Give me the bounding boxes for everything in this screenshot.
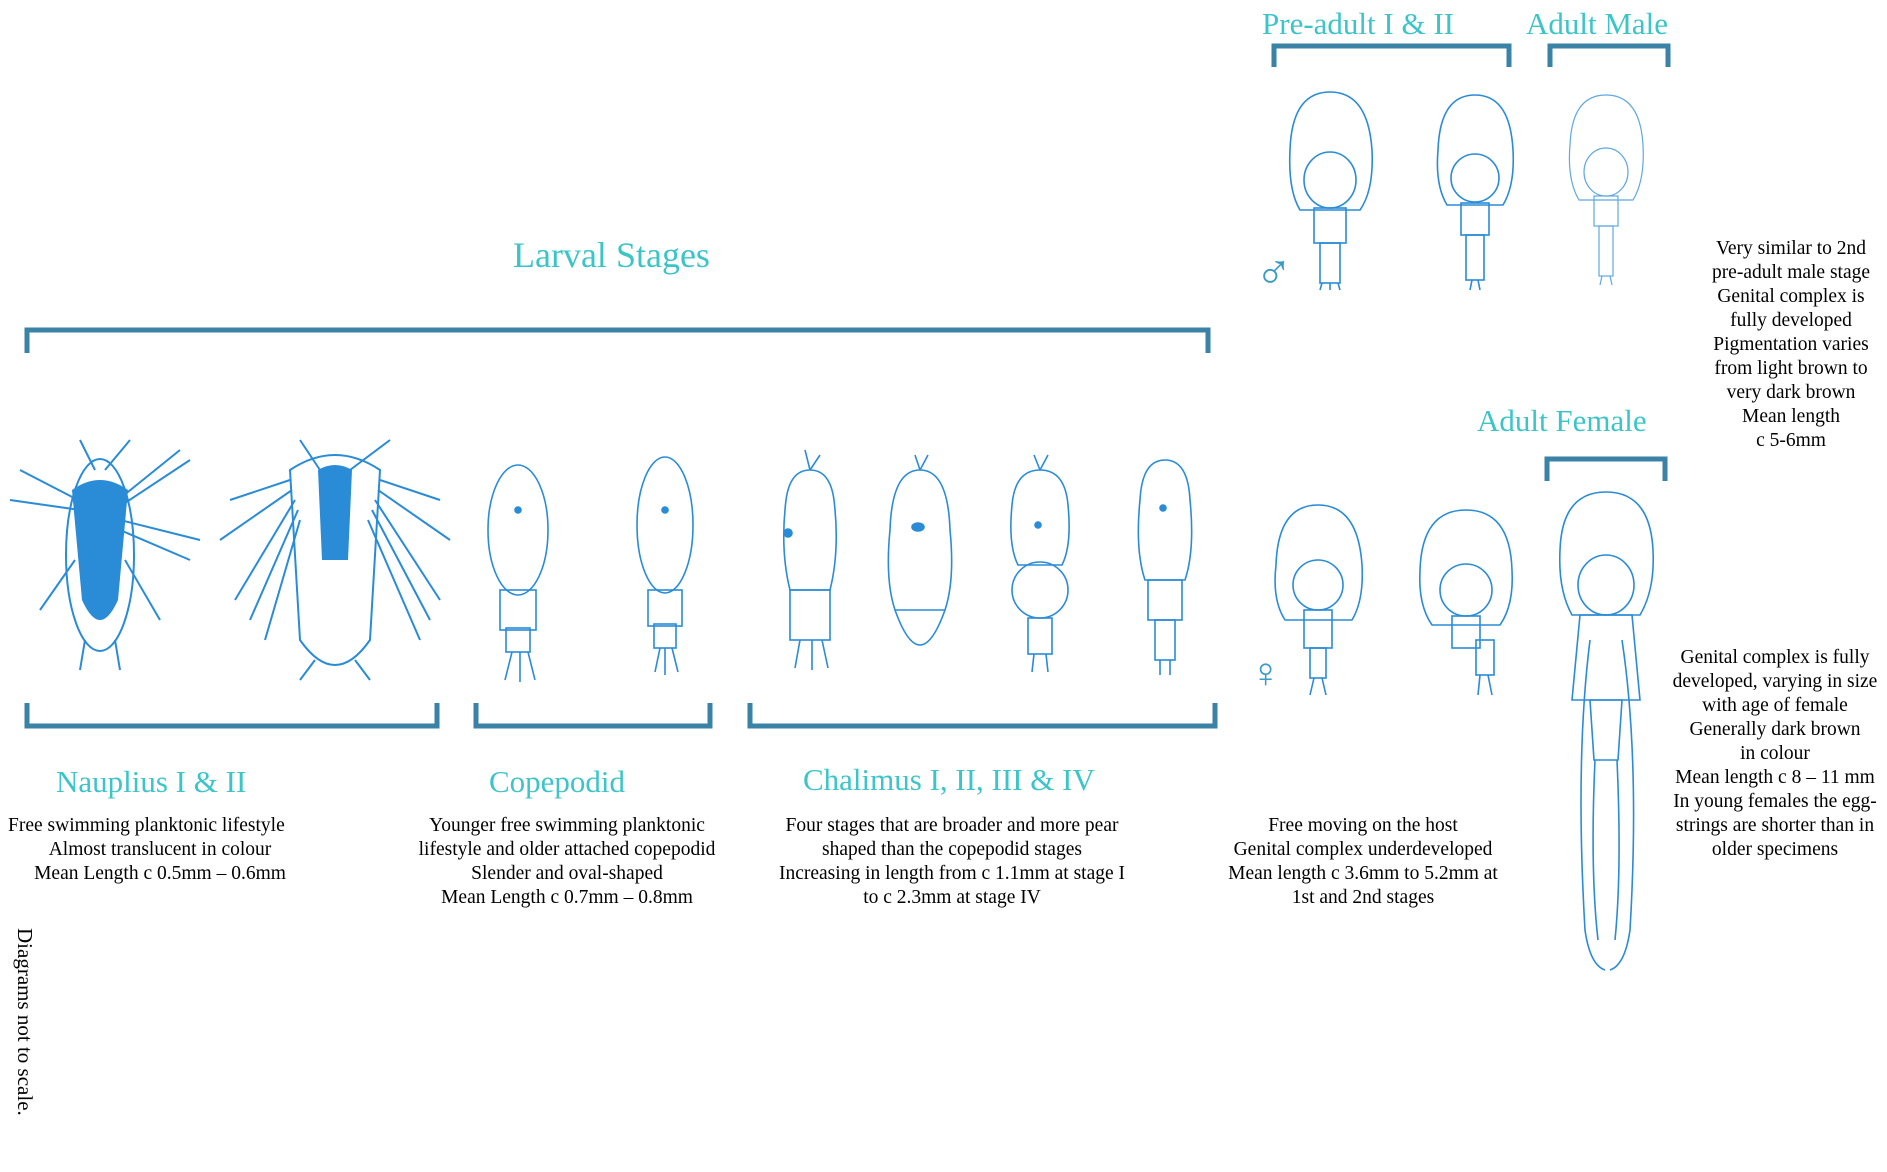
pre-adult-line-1: Free moving on the host <box>1208 814 1518 838</box>
copepodid-description: Younger free swimming planktonic lifesty… <box>397 814 737 910</box>
pre-adult-male-1-drawing <box>1290 92 1373 290</box>
pre-adult-female-1-drawing <box>1275 505 1362 695</box>
nauplius-line-2: Almost translucent in colour <box>0 838 320 862</box>
chalimus-2-drawing <box>888 455 951 645</box>
copepodid-bracket <box>476 703 710 726</box>
chalimus-description: Four stages that are broader and more pe… <box>752 814 1152 910</box>
adult-female-line-8: strings are shorter than in <box>1663 814 1887 838</box>
adult-male-description: Very similar to 2nd pre-adult male stage… <box>1696 237 1886 453</box>
chalimus-heading: Chalimus I, II, III & IV <box>803 762 1095 798</box>
larval-stages-heading: Larval Stages <box>513 234 710 276</box>
adult-female-line-3: with age of female <box>1663 694 1887 718</box>
copepodid-2-drawing <box>637 457 693 675</box>
copepodid-1-drawing <box>488 465 548 682</box>
adult-female-line-2: developed, varying in size <box>1663 670 1887 694</box>
copepodid-heading: Copepodid <box>489 764 625 800</box>
chalimus-1-drawing <box>784 450 837 670</box>
adult-male-line-7: very dark brown <box>1696 381 1886 405</box>
copepodid-line-2: lifestyle and older attached copepodid <box>397 838 737 862</box>
nauplius-bracket <box>27 703 437 726</box>
copepodid-line-3: Slender and oval-shaped <box>397 862 737 886</box>
adult-female-drawing <box>1560 492 1653 970</box>
pre-adult-line-2: Genital complex underdeveloped <box>1208 838 1518 862</box>
adult-male-line-4: fully developed <box>1696 309 1886 333</box>
copepodid-line-1: Younger free swimming planktonic <box>397 814 737 838</box>
adult-male-heading: Adult Male <box>1526 6 1668 42</box>
adult-male-line-2: pre-adult male stage <box>1696 261 1886 285</box>
adult-female-line-5: in colour <box>1663 742 1887 766</box>
adult-female-heading: Adult Female <box>1477 403 1647 439</box>
adult-female-line-9: older specimens <box>1663 838 1887 862</box>
adult-male-bracket <box>1550 46 1668 67</box>
pre-adult-heading: Pre-adult I & II <box>1262 6 1454 42</box>
pre-adult-male-2-drawing <box>1437 95 1513 290</box>
nauplius-1-drawing <box>10 440 200 670</box>
adult-female-bracket <box>1547 459 1665 481</box>
chalimus-line-2: shaped than the copepodid stages <box>752 838 1152 862</box>
chalimus-line-4: to c 2.3mm at stage IV <box>752 886 1152 910</box>
adult-female-line-4: Generally dark brown <box>1663 718 1887 742</box>
pre-adult-female-2-drawing <box>1420 510 1513 695</box>
adult-male-line-5: Pigmentation varies <box>1696 333 1886 357</box>
nauplius-heading: Nauplius I & II <box>56 764 246 800</box>
pre-adult-line-4: 1st and 2nd stages <box>1208 886 1518 910</box>
copepodid-line-4: Mean Length c 0.7mm – 0.8mm <box>397 886 737 910</box>
larval-stages-bracket <box>27 330 1208 353</box>
adult-female-description: Genital complex is fully developed, vary… <box>1663 646 1887 862</box>
chalimus-4-drawing <box>1138 460 1191 675</box>
adult-female-line-7: In young females the egg- <box>1663 790 1887 814</box>
nauplius-line-1: Free swimming planktonic lifestyle <box>0 814 320 838</box>
chalimus-line-3: Increasing in length from c 1.1mm at sta… <box>752 862 1152 886</box>
adult-male-line-1: Very similar to 2nd <box>1696 237 1886 261</box>
adult-male-drawing <box>1569 95 1643 285</box>
adult-male-line-6: from light brown to <box>1696 357 1886 381</box>
pre-adult-line-3: Mean length c 3.6mm to 5.2mm at <box>1208 862 1518 886</box>
adult-male-line-8: Mean length <box>1696 405 1886 429</box>
nauplius-2-drawing <box>220 440 450 680</box>
scale-footnote: Diagrams not to scale. <box>12 928 37 1116</box>
adult-male-line-3: Genital complex is <box>1696 285 1886 309</box>
nauplius-line-3: Mean Length c 0.5mm – 0.6mm <box>0 862 320 886</box>
male-symbol: ♂ <box>1255 243 1293 301</box>
chalimus-3-drawing <box>1011 455 1069 672</box>
female-symbol: ♀ <box>1250 650 1282 698</box>
adult-male-line-9: c 5-6mm <box>1696 429 1886 453</box>
nauplius-description: Free swimming planktonic lifestyle Almos… <box>0 814 320 886</box>
chalimus-bracket <box>750 703 1215 726</box>
adult-female-line-6: Mean length c 8 – 11 mm <box>1663 766 1887 790</box>
adult-female-line-1: Genital complex is fully <box>1663 646 1887 670</box>
pre-adult-description: Free moving on the host Genital complex … <box>1208 814 1518 910</box>
chalimus-line-1: Four stages that are broader and more pe… <box>752 814 1152 838</box>
pre-adult-bracket <box>1274 46 1509 67</box>
